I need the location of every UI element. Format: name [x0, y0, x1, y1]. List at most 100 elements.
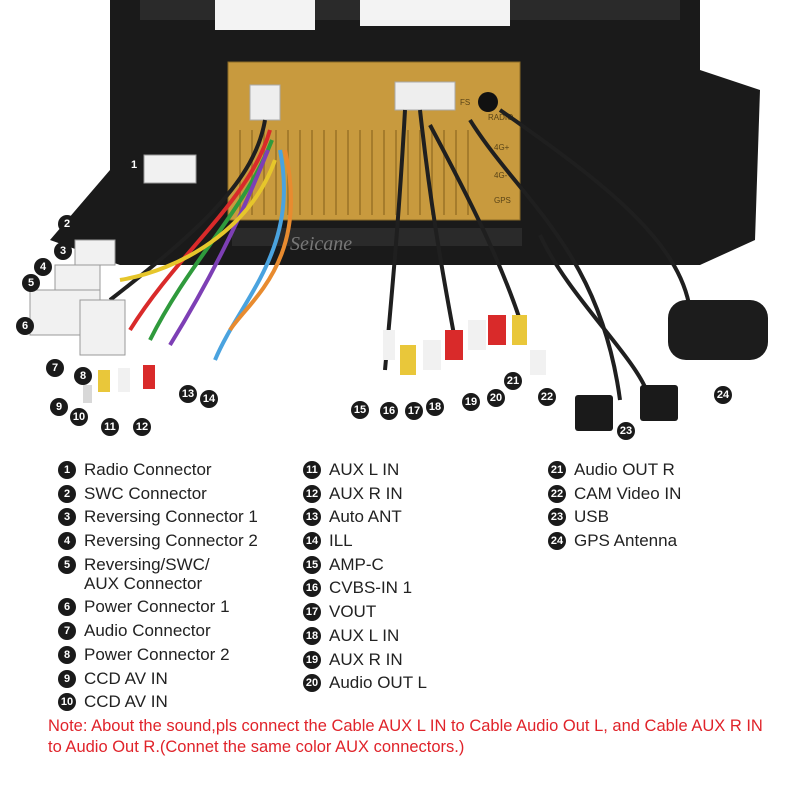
legend-label: Reversing Connector 2	[84, 531, 258, 551]
legend-item: 7 Audio Connector	[58, 621, 258, 641]
svg-text:4G-: 4G-	[494, 171, 508, 180]
legend-column-3: 21 Audio OUT R 22 CAM Video IN 23 USB 24 GPS An…	[548, 460, 681, 555]
legend-label: Audio OUT R	[574, 460, 675, 479]
legend-label: Reversing/SWC/ AUX Connector	[84, 554, 210, 593]
legend-label: USB	[574, 507, 609, 527]
product-photo: Seicane RADIO 4G+ 4G- GPS FS	[29, 0, 768, 431]
legend-label: Audio OUT L	[329, 673, 427, 693]
legend-number-badge: 9	[58, 669, 76, 688]
callout-24: 24	[714, 385, 732, 404]
legend-label: VOUT	[329, 602, 377, 622]
callout-11: 11	[101, 417, 119, 436]
legend-number-badge: 5	[58, 555, 76, 574]
legend-number-badge: 8	[58, 645, 76, 664]
legend-number-badge: 18	[303, 626, 321, 645]
legend-label: AMP-C	[329, 554, 384, 574]
callout-8: 8	[74, 366, 92, 385]
legend-number-badge: 6	[58, 598, 76, 617]
legend-number-badge: 12	[303, 484, 321, 503]
callout-17: 17	[405, 401, 423, 420]
legend-item: 20 Audio OUT L	[303, 673, 427, 693]
callout-9: 9	[50, 397, 68, 416]
callout-10: 10	[70, 407, 88, 426]
legend-label: CCD AV IN	[84, 692, 168, 712]
legend-number-badge: 10	[58, 693, 76, 712]
connection-note: Note: About the sound,pls connect the Ca…	[48, 717, 763, 756]
legend-number-badge: 17	[303, 603, 321, 622]
callout-21: 21	[504, 371, 522, 390]
legend-number-badge: 23	[548, 508, 566, 527]
callout-14: 14	[200, 389, 218, 408]
legend-number-badge: 13	[303, 508, 321, 527]
legend-label: SWC Connector	[84, 483, 207, 503]
callout-3: 3	[54, 241, 72, 260]
legend-number-badge: 21	[548, 461, 566, 479]
svg-text:RADIO: RADIO	[488, 113, 513, 122]
legend-item: 23 USB	[548, 507, 681, 527]
legend-label: CCD AV IN	[84, 668, 168, 688]
callout-23: 23	[617, 421, 635, 440]
legend-number-badge: 14	[303, 532, 321, 551]
legend-item: 18 AUX L IN	[303, 626, 427, 645]
legend-item: 9 CCD AV IN	[58, 669, 258, 688]
legend-item: 14 ILL	[303, 531, 427, 551]
legend-label: GPS Antenna	[574, 531, 678, 551]
legend-item: 8 Power Connector 2	[58, 645, 258, 664]
legend-number-badge: 1	[58, 461, 76, 479]
legend-item: 15 AMP-C	[303, 555, 427, 574]
legend-item: 21 Audio OUT R	[548, 460, 681, 479]
legend-item: 1 Radio Connector	[58, 460, 258, 479]
legend-label: AUX L IN	[329, 625, 400, 645]
callout-22: 22	[538, 387, 556, 406]
legend-label: ILL	[329, 531, 353, 551]
callout-1: 1	[125, 155, 143, 174]
legend-label: Power Connector 1	[84, 597, 230, 617]
legend-item: 10 CCD AV IN	[58, 692, 258, 712]
legend-label: CAM Video IN	[574, 483, 682, 503]
callout-5: 5	[22, 273, 40, 292]
legend-number-badge: 16	[303, 579, 321, 598]
svg-text:GPS: GPS	[494, 196, 511, 205]
callout-20: 20	[487, 388, 505, 407]
svg-text:FS: FS	[460, 98, 470, 107]
callout-16: 16	[380, 401, 398, 420]
legend-item: 12 AUX R IN	[303, 484, 427, 503]
callout-18: 18	[426, 397, 444, 416]
callout-2: 2	[58, 214, 76, 233]
legend-number-badge: 2	[58, 484, 76, 503]
legend-number-badge: 7	[58, 622, 76, 641]
legend-label: AUX L IN	[329, 460, 400, 479]
legend-label: AUX R IN	[329, 483, 403, 503]
callout-6: 6	[16, 316, 34, 335]
legend-number-badge: 19	[303, 650, 321, 669]
legend-number-badge: 3	[58, 508, 76, 527]
legend-item: 6 Power Connector 1	[58, 597, 258, 617]
callout-4: 4	[34, 257, 52, 276]
legend-item: 17 VOUT	[303, 602, 427, 622]
legend-number-badge: 24	[548, 532, 566, 551]
legend-number-badge: 20	[303, 674, 321, 693]
legend-item: 19 AUX R IN	[303, 650, 427, 669]
legend-label: AUX R IN	[329, 649, 403, 669]
callout-12: 12	[133, 417, 151, 436]
legend-item: 13 Auto ANT	[303, 507, 427, 527]
legend-label: Auto ANT	[329, 507, 402, 527]
legend-number-badge: 22	[548, 484, 566, 503]
legend-label: Power Connector 2	[84, 644, 230, 664]
legend-item: 22 CAM Video IN	[548, 484, 681, 503]
legend-item: 24 GPS Antenna	[548, 531, 681, 551]
callout-7: 7	[46, 358, 64, 377]
callout-19: 19	[462, 392, 480, 411]
callout-13: 13	[179, 384, 197, 403]
legend-item: 2 SWC Connector	[58, 484, 258, 503]
svg-text:4G+: 4G+	[494, 143, 510, 152]
legend-label: Audio Connector	[84, 621, 211, 641]
legend-number-badge: 15	[303, 555, 321, 574]
legend-item: 11 AUX L IN	[303, 460, 427, 479]
legend-number-badge: 11	[303, 461, 321, 479]
callout-15: 15	[351, 400, 369, 419]
legend-label: Radio Connector	[84, 460, 212, 479]
